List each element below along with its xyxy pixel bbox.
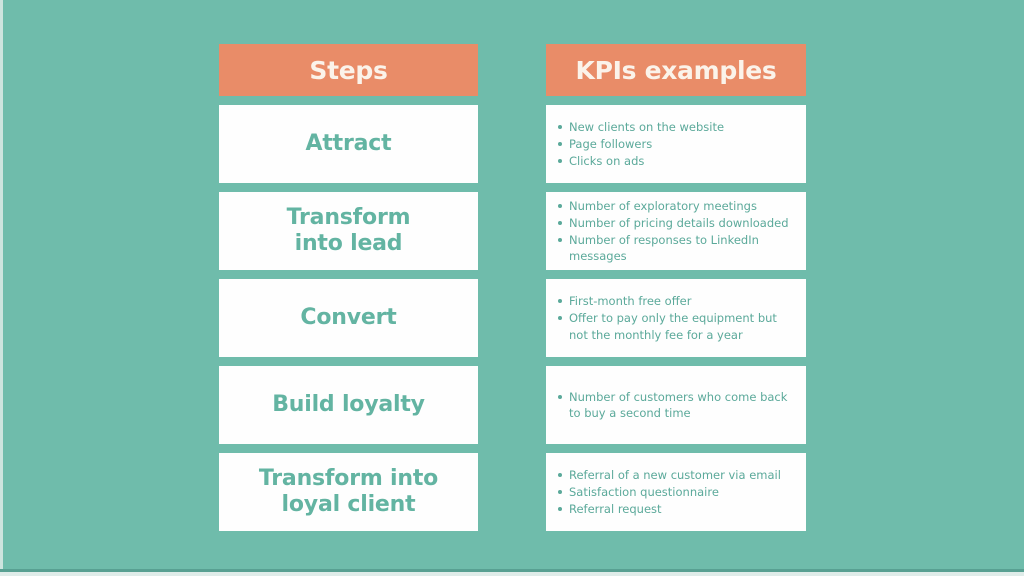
kpi-item: Number of exploratory meetings	[558, 198, 792, 214]
kpi-text: Clicks on ads	[569, 154, 645, 169]
step-label: Convert	[300, 304, 397, 330]
column-header-steps: Steps	[219, 44, 478, 96]
step-box-2: Transform into lead	[219, 192, 478, 270]
slide-left-edge-highlight	[0, 0, 3, 576]
kpi-text: First-month free offer	[569, 294, 692, 309]
slide-bottom-shadow-line	[0, 569, 1024, 572]
kpi-item: Number of pricing details downloaded	[558, 215, 792, 231]
bullet-icon	[558, 299, 562, 304]
step-label: Attract	[305, 130, 392, 156]
kpi-item: Satisfaction questionnaire	[558, 484, 792, 500]
kpi-box-4: Number of customers who come back to buy…	[546, 366, 806, 444]
kpi-item: Referral request	[558, 501, 792, 517]
kpi-item: Clicks on ads	[558, 153, 792, 169]
kpi-text: Page followers	[569, 136, 653, 151]
kpi-item: Page followers	[558, 136, 792, 152]
column-header-kpis-label: KPIs examples	[575, 55, 777, 85]
kpi-item: Number of responses to LinkedIn messages	[558, 232, 792, 264]
slide-bottom-edge-highlight	[0, 572, 1024, 576]
column-header-kpis: KPIs examples	[546, 44, 806, 96]
kpi-text: Offer to pay only the equipment but not …	[569, 311, 777, 342]
step-box-3: Convert	[219, 279, 478, 357]
kpi-text: Number of customers who come back to buy…	[569, 389, 788, 420]
kpi-text: Number of pricing details downloaded	[569, 215, 789, 230]
bullet-icon	[558, 507, 562, 512]
kpi-list: Number of customers who come back to buy…	[558, 388, 792, 422]
bullet-icon	[558, 124, 562, 129]
bullet-icon	[558, 316, 562, 321]
kpi-text: New clients on the website	[569, 119, 725, 134]
step-label: Transform into loyal client	[258, 465, 439, 517]
kpi-item: New clients on the website	[558, 119, 792, 135]
kpi-item: Referral of a new customer via email	[558, 467, 792, 483]
bullet-icon	[558, 141, 562, 146]
column-header-steps-label: Steps	[309, 55, 388, 85]
kpi-item: First-month free offer	[558, 293, 792, 309]
kpi-text: Number of responses to LinkedIn messages	[569, 233, 759, 264]
bullet-icon	[558, 220, 562, 225]
kpi-item: Offer to pay only the equipment but not …	[558, 310, 792, 342]
step-label: Build loyalty	[272, 391, 425, 417]
kpi-text: Satisfaction questionnaire	[569, 484, 719, 499]
kpi-text: Referral request	[569, 502, 662, 517]
bullet-icon	[558, 238, 562, 242]
bullet-icon	[558, 472, 562, 477]
steps-kpis-table: Steps KPIs examples Attract New clients o…	[219, 44, 806, 531]
step-box-4: Build loyalty	[219, 366, 478, 444]
kpi-item: Number of customers who come back to buy…	[558, 389, 792, 421]
step-box-1: Attract	[219, 105, 478, 183]
bullet-icon	[558, 394, 562, 399]
kpi-text: Referral of a new customer via email	[569, 467, 781, 482]
bullet-icon	[558, 203, 562, 208]
kpi-text: Number of exploratory meetings	[569, 198, 757, 213]
step-box-5: Transform into loyal client	[219, 453, 478, 531]
bullet-icon	[558, 489, 562, 494]
bullet-icon	[558, 159, 562, 164]
step-label: Transform into lead	[286, 204, 411, 256]
